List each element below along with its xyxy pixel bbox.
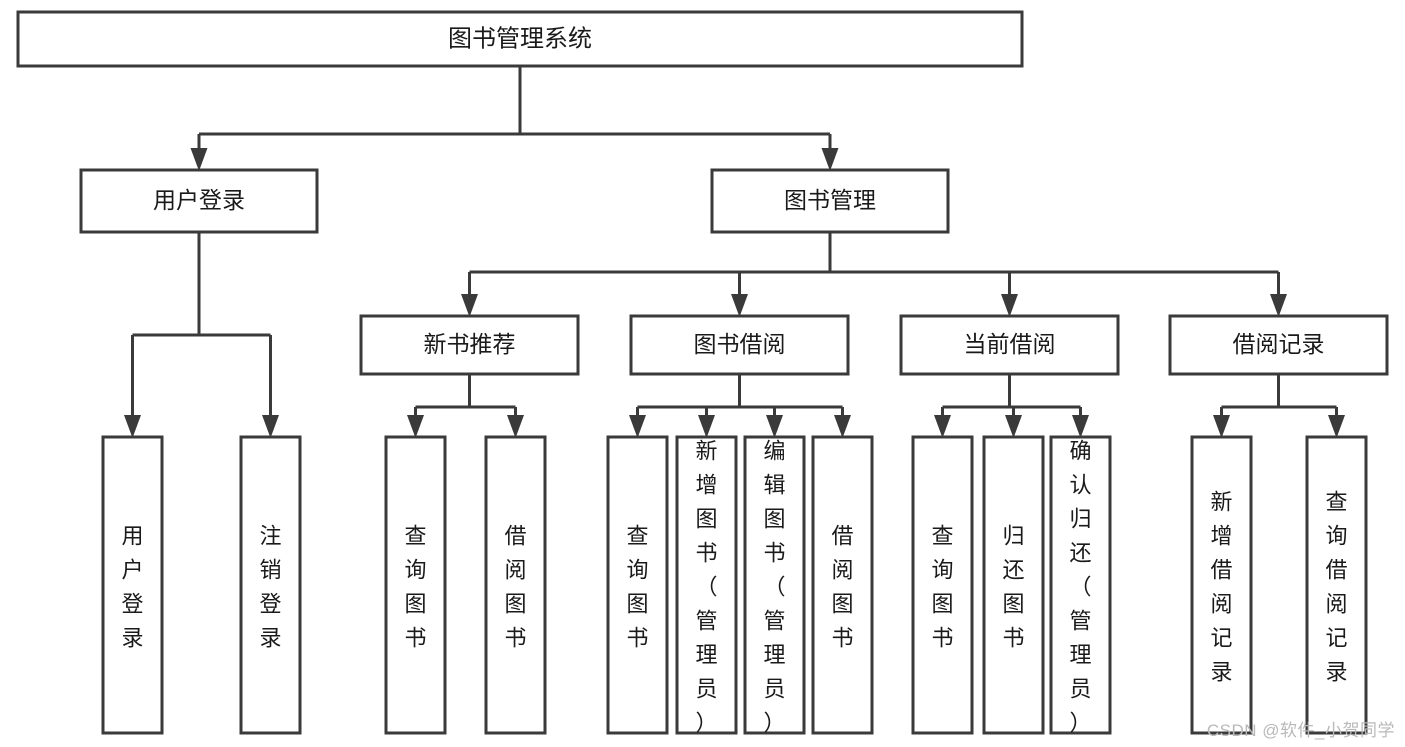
node-label: 当前借阅	[964, 331, 1056, 357]
node-root[interactable]: 图书管理系统	[16, 10, 1024, 68]
node-label: 图书借阅	[694, 331, 786, 357]
node-box	[629, 314, 850, 376]
node-l-login-2[interactable]: 注销登录	[239, 435, 302, 735]
node-box	[101, 435, 164, 735]
arrow-head-icon	[1001, 294, 1018, 317]
node-box	[899, 314, 1120, 376]
node-label: 新增图书（管理员）	[695, 439, 717, 736]
node-label: 注销登录	[259, 524, 281, 651]
node-label: 图书管理系统	[448, 25, 592, 52]
node-box	[1190, 435, 1253, 735]
node-l-rec-2[interactable]: 查询借阅记录	[1305, 435, 1368, 735]
arrow-head-icon	[407, 415, 424, 438]
node-box	[239, 435, 302, 735]
node-label: 图书管理	[784, 187, 876, 213]
node-box	[1305, 435, 1368, 735]
node-n-record[interactable]: 借阅记录	[1168, 314, 1389, 376]
node-label: 新书推荐	[424, 331, 516, 357]
node-label: 借阅图书	[504, 524, 526, 651]
arrow-head-icon	[766, 415, 783, 438]
arrow-head-icon	[507, 415, 524, 438]
node-box	[982, 435, 1045, 735]
node-l-bor-2[interactable]: 新增图书（管理员）	[675, 435, 738, 736]
node-box	[384, 435, 447, 735]
node-label: 新增借阅记录	[1210, 490, 1232, 685]
node-box	[710, 168, 950, 234]
node-label: 确认归还（管理员）	[1069, 439, 1091, 736]
node-l-cur-3[interactable]: 确认归还（管理员）	[1049, 435, 1112, 736]
arrow-head-icon	[1072, 415, 1089, 438]
node-n-bookmgmt[interactable]: 图书管理	[710, 168, 950, 234]
node-box	[1049, 435, 1112, 735]
node-l-cur-2[interactable]: 归还图书	[982, 435, 1045, 735]
node-label: 查询借阅记录	[1325, 490, 1347, 685]
node-box	[811, 435, 874, 735]
connector-layer	[124, 66, 1345, 438]
node-label: 借阅记录	[1233, 331, 1325, 357]
node-n-newbook[interactable]: 新书推荐	[359, 314, 580, 376]
arrow-head-icon	[698, 415, 715, 438]
arrow-head-icon	[731, 294, 748, 317]
node-l-bor-1[interactable]: 查询图书	[606, 435, 669, 735]
arrow-head-icon	[1005, 415, 1022, 438]
arrow-head-icon	[629, 415, 646, 438]
arrow-head-icon	[1213, 415, 1230, 438]
node-l-bor-4[interactable]: 借阅图书	[811, 435, 874, 735]
node-box	[743, 435, 806, 735]
node-l-login-1[interactable]: 用户登录	[101, 435, 164, 735]
node-box	[606, 435, 669, 735]
node-l-bor-3[interactable]: 编辑图书（管理员）	[743, 435, 806, 736]
node-box	[675, 435, 738, 735]
node-label: 查询图书	[626, 524, 648, 651]
node-box	[359, 314, 580, 376]
node-label: 借阅图书	[831, 524, 853, 651]
arrow-head-icon	[190, 148, 208, 171]
node-label: 用户登录	[153, 187, 245, 213]
arrow-head-icon	[461, 294, 478, 317]
node-label: 归还图书	[1002, 524, 1024, 651]
arrow-head-icon	[934, 415, 951, 438]
arrow-head-icon	[834, 415, 851, 438]
arrow-head-icon	[821, 148, 839, 171]
arrow-head-icon	[1328, 415, 1345, 438]
node-box	[911, 435, 974, 735]
node-l-rec-1[interactable]: 新增借阅记录	[1190, 435, 1253, 735]
node-label: 用户登录	[121, 524, 143, 651]
node-box	[1168, 314, 1389, 376]
node-label: 编辑图书（管理员）	[763, 439, 785, 736]
node-label: 查询图书	[404, 524, 426, 651]
node-l-cur-1[interactable]: 查询图书	[911, 435, 974, 735]
node-box	[16, 10, 1024, 68]
node-n-current[interactable]: 当前借阅	[899, 314, 1120, 376]
node-box	[484, 435, 547, 735]
node-layer: 图书管理系统用户登录图书管理新书推荐图书借阅当前借阅借阅记录用户登录注销登录查询…	[16, 10, 1389, 736]
node-l-new-2[interactable]: 借阅图书	[484, 435, 547, 735]
node-label: 查询图书	[931, 524, 953, 651]
node-box	[79, 168, 319, 234]
node-n-borrow[interactable]: 图书借阅	[629, 314, 850, 376]
node-n-login[interactable]: 用户登录	[79, 168, 319, 234]
arrow-head-icon	[1270, 294, 1287, 317]
arrow-head-icon	[262, 415, 279, 438]
arrow-head-icon	[124, 415, 141, 438]
node-l-new-1[interactable]: 查询图书	[384, 435, 447, 735]
